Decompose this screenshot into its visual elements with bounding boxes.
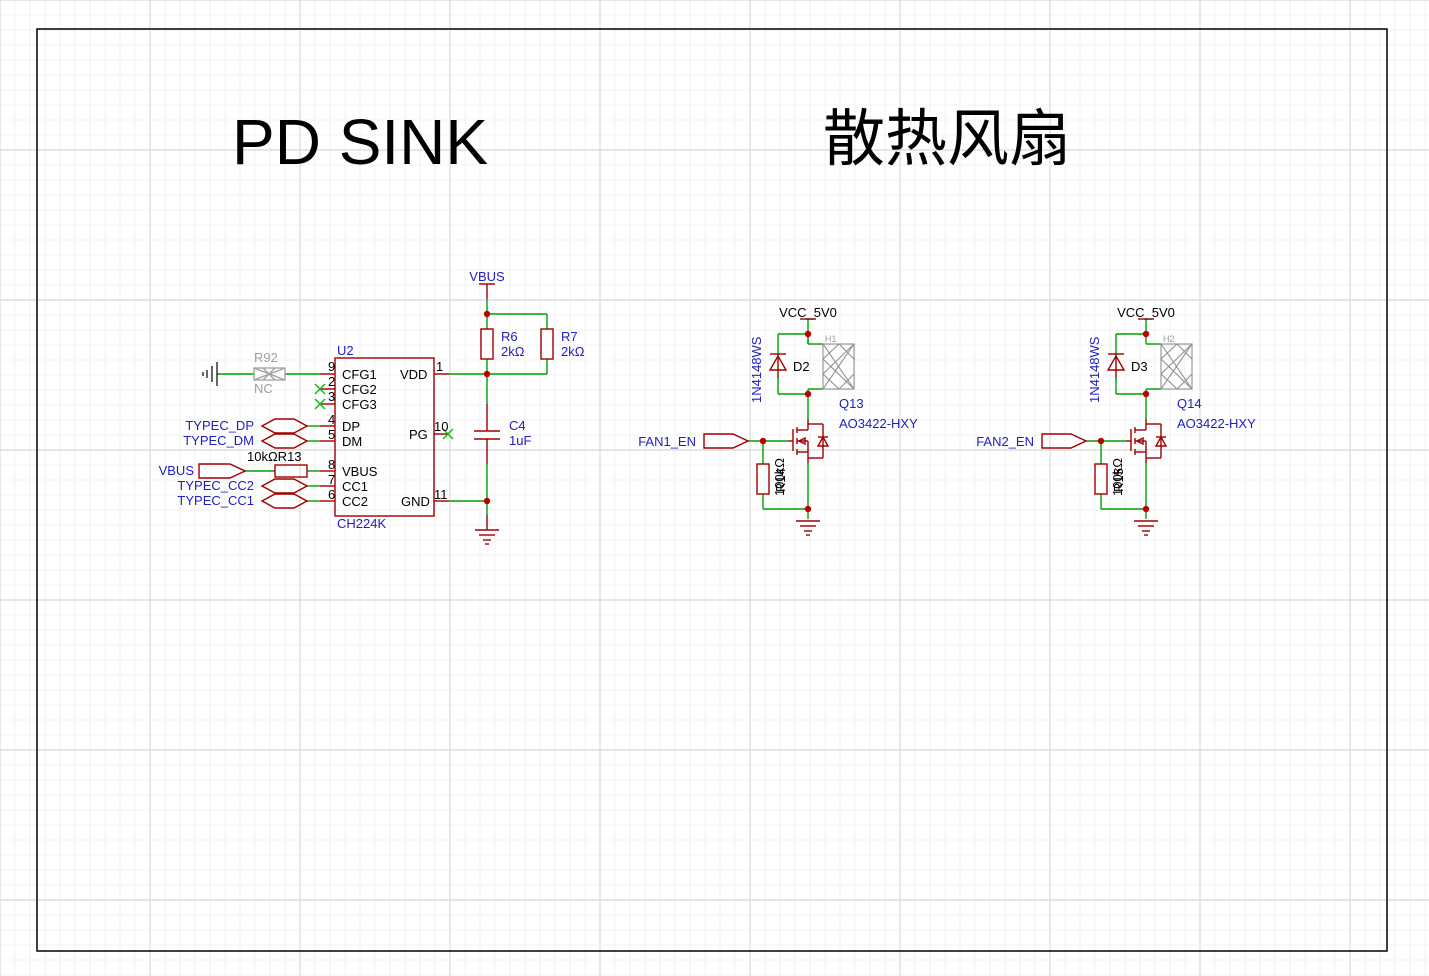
- fan2-vcc-label: VCC_5V0: [1117, 305, 1175, 320]
- pin-num-dm: 5: [328, 427, 335, 442]
- pin-num-vdd: 1: [436, 359, 443, 374]
- fan1-diode-part: 1N4148WS: [749, 336, 764, 403]
- net-typec-dm: TYPEC_DM: [183, 433, 254, 448]
- pin-name-cc1: CC1: [342, 479, 368, 494]
- fan2-q-ref: Q14: [1177, 396, 1202, 411]
- pin-num-vbus: 8: [328, 457, 335, 472]
- c4-value: 1uF: [509, 433, 531, 448]
- pin-num-cfg1: 9: [328, 359, 335, 374]
- sheet-frame: [36, 28, 1388, 952]
- r92-symbol: [253, 367, 286, 381]
- fan2-diode-part: 1N4148WS: [1087, 336, 1102, 403]
- ground-symbol-pd: [475, 515, 499, 545]
- pin-num-cc2: 6: [328, 487, 335, 502]
- vbus-input-port: [198, 463, 247, 479]
- fan2-diode-ref: D3: [1131, 359, 1148, 374]
- r6-symbol: [480, 328, 494, 360]
- title-pd-sink: PD SINK: [232, 106, 488, 178]
- fan1-circuit: [703, 318, 855, 536]
- pin-name-dm: DM: [342, 434, 362, 449]
- pin-num-cfg3: 3: [328, 389, 335, 404]
- typec-dm-port: [260, 433, 309, 449]
- pin-num-cfg2: 2: [328, 374, 335, 389]
- pin-name-gnd: GND: [401, 494, 430, 509]
- fan1-header-ref: H1: [825, 334, 837, 344]
- pin-name-cc2: CC2: [342, 494, 368, 509]
- net-typec-cc2: TYPEC_CC2: [177, 478, 254, 493]
- r13-label: 10kΩR13: [247, 449, 302, 464]
- fan1-r-value: 100kΩ: [772, 458, 787, 496]
- pin-num-gnd: 11: [434, 487, 448, 502]
- ground-symbol-r92: [202, 362, 218, 386]
- r6-ref: R6: [501, 329, 518, 344]
- u2-part: CH224K: [337, 516, 386, 531]
- fan1-q-ref: Q13: [839, 396, 864, 411]
- fan1-vcc-label: VCC_5V0: [779, 305, 837, 320]
- r92-ref: R92: [254, 350, 278, 365]
- pin-name-cfg3: CFG3: [342, 397, 377, 412]
- pin-num-pg: 10: [434, 419, 448, 434]
- c4-ref: C4: [509, 418, 526, 433]
- r7-ref: R7: [561, 329, 578, 344]
- title-cooling-fan: 散热风扇: [823, 102, 1071, 175]
- net-vbus-input: VBUS: [159, 463, 195, 478]
- fan1-r-ref: R14: [773, 468, 788, 492]
- pin-name-pg: PG: [409, 427, 428, 442]
- pin-name-cfg2: CFG2: [342, 382, 377, 397]
- u2-ref: U2: [337, 343, 354, 358]
- typec-cc2-port: [260, 478, 309, 494]
- pin-name-vbus: VBUS: [342, 464, 378, 479]
- pin-name-vdd: VDD: [400, 367, 427, 382]
- net-typec-dp: TYPEC_DP: [185, 418, 254, 433]
- fan1-q-part: AO3422-HXY: [839, 416, 918, 431]
- pin-num-cc1: 7: [328, 472, 335, 487]
- r7-symbol: [540, 328, 554, 360]
- fan2-r-value: 100kΩ: [1110, 458, 1125, 496]
- pin-num-dp: 4: [328, 412, 335, 427]
- net-typec-cc1: TYPEC_CC1: [177, 493, 254, 508]
- r92-value: NC: [254, 381, 273, 396]
- typec-cc1-port: [260, 493, 309, 509]
- fan2-circuit: [1041, 318, 1193, 536]
- r6-value: 2kΩ: [501, 344, 525, 359]
- fan2-header-ref: H2: [1163, 334, 1175, 344]
- fan2-q-part: AO3422-HXY: [1177, 416, 1256, 431]
- fan1-net-label: FAN1_EN: [638, 434, 696, 449]
- net-vbus-power: VBUS: [469, 269, 505, 284]
- fan2-r-ref: R15: [1111, 468, 1126, 492]
- pd-sink-circuit: [198, 283, 554, 545]
- pin-name-cfg1: CFG1: [342, 367, 377, 382]
- fan1-diode-ref: D2: [793, 359, 810, 374]
- r7-value: 2kΩ: [561, 344, 585, 359]
- u2-body: [334, 357, 435, 517]
- pin-name-dp: DP: [342, 419, 360, 434]
- fan2-net-label: FAN2_EN: [976, 434, 1034, 449]
- typec-dp-port: [260, 418, 309, 434]
- r13-symbol: [274, 464, 308, 478]
